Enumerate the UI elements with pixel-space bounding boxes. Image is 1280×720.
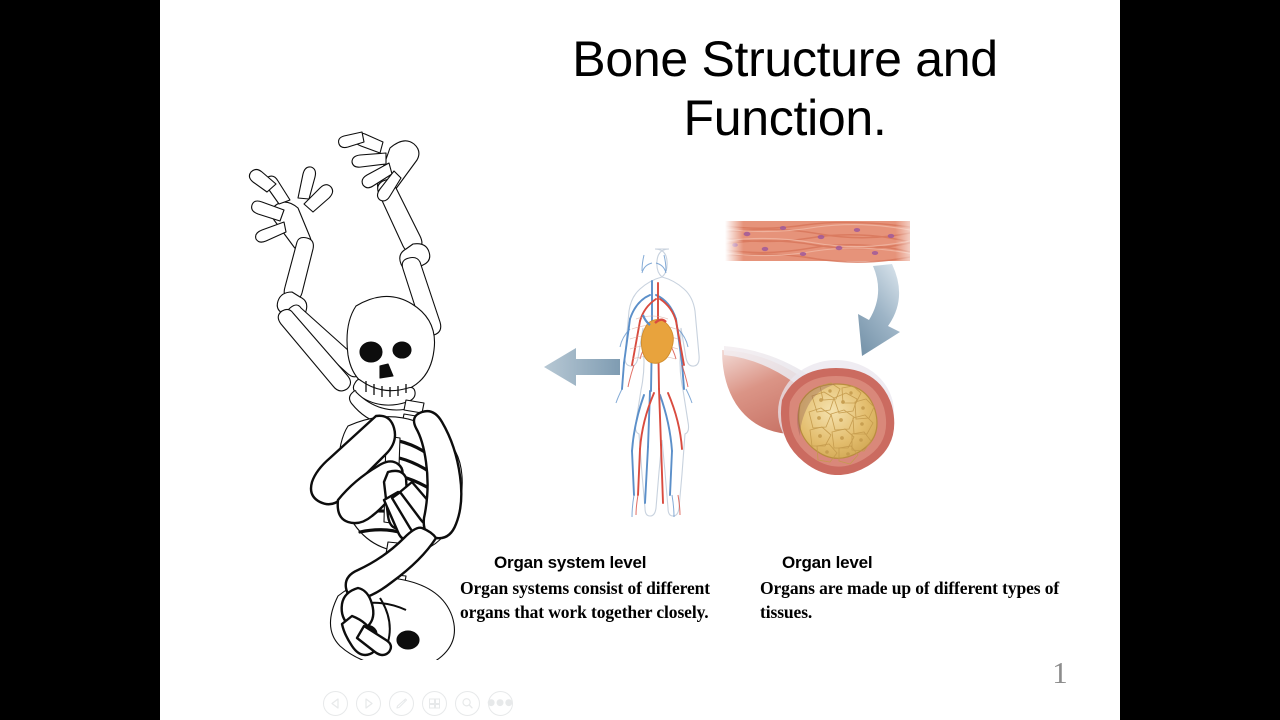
slides-grid-button[interactable]: [422, 691, 447, 716]
zoom-button[interactable]: [455, 691, 480, 716]
muscle-tissue-illustration: [725, 218, 910, 268]
slide-canvas: Bone Structure and Function.: [160, 0, 1120, 720]
caption-heading: Organ system level: [494, 553, 647, 572]
blood-vessel-cross-section-illustration: [720, 330, 920, 475]
caption-body: Organs are made up of different types of…: [760, 578, 1060, 623]
arrow-to-skeleton: [542, 345, 622, 390]
more-options-button[interactable]: ●●●: [487, 691, 514, 716]
triangle-right-icon: [365, 698, 373, 709]
letterbox-right: [1120, 0, 1280, 720]
next-slide-button[interactable]: [356, 691, 381, 716]
circulatory-body-illustration: [600, 245, 710, 545]
pen-tool-button[interactable]: [389, 691, 414, 716]
player-toolbar: ●●●: [323, 691, 513, 716]
caption-body: Organ systems consist of different organ…: [460, 578, 710, 623]
caption-organ-system-level: Organ system level Organ systems consist…: [460, 553, 750, 624]
caption-heading: Organ level: [782, 553, 873, 572]
triangle-left-icon: [331, 698, 339, 709]
page-number: 1: [1052, 655, 1068, 690]
skeleton-legs-illustration: [260, 360, 520, 660]
previous-slide-button[interactable]: [323, 691, 348, 716]
arrow-to-vessel: [820, 258, 920, 368]
ellipsis-icon: ●●●: [487, 698, 514, 708]
caption-organ-level: Organ level Organs are made up of differ…: [760, 553, 1070, 624]
slide-title: Bone Structure and Function.: [572, 31, 998, 146]
grid-icon: [429, 698, 440, 709]
pen-icon: [396, 698, 408, 709]
magnifier-icon: [462, 698, 473, 709]
letterbox-left: [0, 0, 160, 720]
